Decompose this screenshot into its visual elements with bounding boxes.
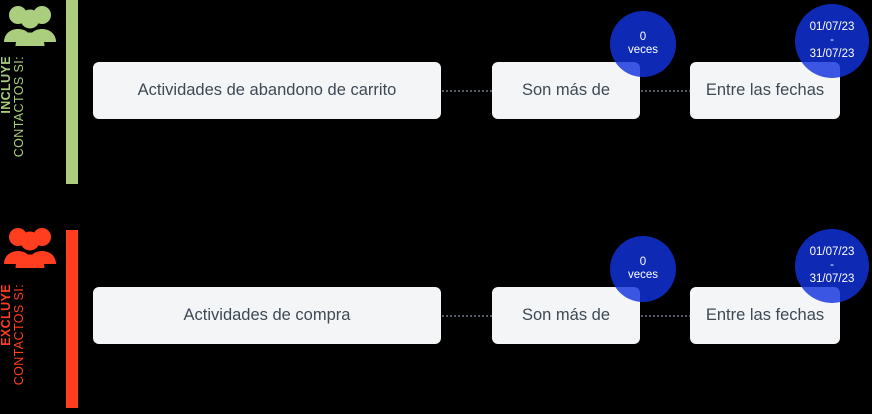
exclude-rail: EXCLUYE CONTACTOS SI: (0, 222, 80, 408)
connector-dotted-4 (638, 315, 694, 317)
exclude-steps-row: Actividades de compra Son más de 0 veces… (0, 225, 872, 355)
include-step-operator[interactable]: Son más de (492, 62, 640, 119)
connector-dotted-3 (438, 315, 496, 317)
exclude-daterange-badge-end: 31/07/23 (809, 272, 855, 285)
connector-dotted-1 (438, 90, 496, 92)
include-daterange-badge-start: 01/07/23 (809, 21, 855, 34)
include-step-daterange-label: Entre las fechas (705, 81, 825, 99)
exclude-step-activity[interactable]: Actividades de compra (93, 287, 441, 344)
people-group-icon (2, 224, 58, 270)
include-step-activity-label: Actividades de abandono de carrito (137, 81, 397, 99)
exclude-count-badge-unit: veces (627, 269, 659, 281)
include-daterange-badge-end: 31/07/23 (809, 47, 855, 60)
exclude-step-operator-label: Son más de (521, 306, 611, 324)
exclude-accent-bar (66, 230, 78, 408)
exclude-count-badge-value: 0 (639, 255, 647, 268)
include-steps-row: Actividades de abandono de carrito Son m… (0, 0, 872, 130)
include-step-activity[interactable]: Actividades de abandono de carrito (93, 62, 441, 119)
exclude-daterange-badge[interactable]: 01/07/23 - 31/07/23 (795, 229, 869, 303)
exclude-count-badge[interactable]: 0 veces (610, 236, 676, 302)
exclude-step-activity-label: Actividades de compra (183, 306, 351, 324)
connector-dotted-2 (638, 90, 694, 92)
include-daterange-badge-separator: - (830, 34, 834, 47)
include-count-badge-unit: veces (627, 44, 659, 56)
exclude-step-operator[interactable]: Son más de (492, 287, 640, 344)
include-daterange-badge[interactable]: 01/07/23 - 31/07/23 (795, 4, 869, 78)
exclude-daterange-badge-separator: - (830, 259, 834, 272)
include-count-badge-value: 0 (639, 30, 647, 43)
include-rail: INCLUYE CONTACTOS SI: (0, 0, 80, 200)
include-step-operator-label: Son más de (521, 81, 611, 99)
people-group-icon (2, 2, 58, 48)
include-count-badge[interactable]: 0 veces (610, 11, 676, 77)
exclude-daterange-badge-start: 01/07/23 (809, 246, 855, 259)
exclude-step-daterange-label: Entre las fechas (705, 306, 825, 324)
include-accent-bar (66, 0, 78, 184)
